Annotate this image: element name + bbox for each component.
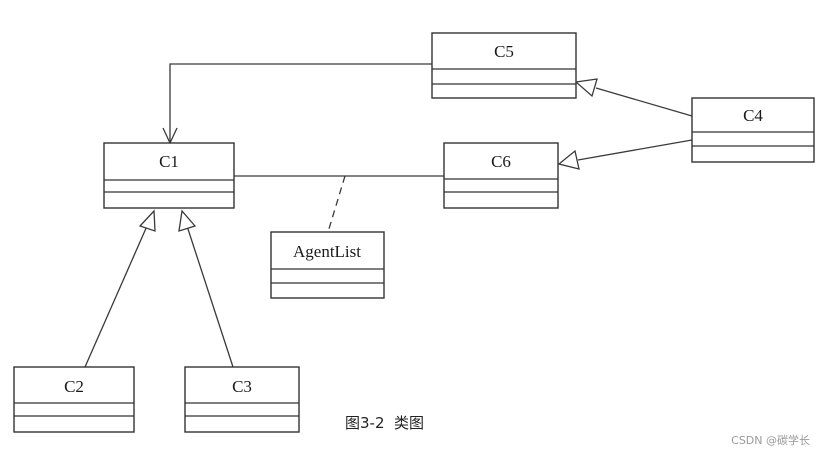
association-class-link bbox=[327, 175, 346, 233]
class-c5: C5 bbox=[431, 32, 577, 99]
class-agentlist: AgentList bbox=[270, 231, 385, 299]
triangle-c6 bbox=[557, 149, 580, 170]
class-c4: C4 bbox=[691, 97, 815, 163]
class-c4-name: C4 bbox=[743, 106, 763, 125]
triangle-c1-right bbox=[178, 209, 197, 232]
class-c6: C6 bbox=[443, 142, 559, 209]
class-c6-name: C6 bbox=[491, 152, 511, 171]
association-c5-c1 bbox=[169, 63, 432, 143]
class-c5-name: C5 bbox=[494, 42, 514, 61]
class-c3: C3 bbox=[184, 366, 300, 433]
class-c1-name: C1 bbox=[159, 152, 179, 171]
triangle-c5 bbox=[574, 78, 598, 98]
class-c3-name: C3 bbox=[232, 377, 252, 396]
figure-caption: 图3-2 类图 bbox=[345, 414, 425, 432]
watermark: CSDN @碳学长 bbox=[731, 434, 810, 447]
generalization-c3-c1 bbox=[186, 225, 234, 368]
class-agentlist-name: AgentList bbox=[293, 242, 361, 261]
class-c2-name: C2 bbox=[64, 377, 84, 396]
triangle-c1-left bbox=[138, 209, 156, 232]
class-c1: C1 bbox=[103, 142, 235, 209]
class-c2: C2 bbox=[13, 366, 135, 433]
generalization-c4-c5 bbox=[595, 87, 693, 117]
edges bbox=[84, 63, 693, 368]
generalization-c2-c1 bbox=[84, 225, 148, 368]
generalization-c4-c6 bbox=[577, 139, 693, 161]
